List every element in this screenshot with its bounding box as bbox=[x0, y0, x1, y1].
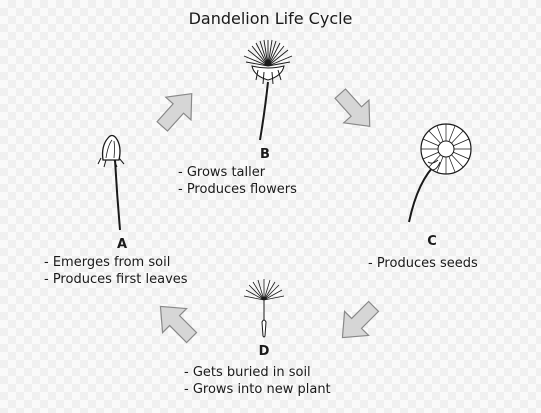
arrow-c-to-d-icon bbox=[329, 293, 387, 351]
stage-a-line-2: - Produces first leaves bbox=[44, 272, 188, 287]
stage-label-c: C bbox=[427, 234, 437, 249]
stage-b-line-2: - Produces flowers bbox=[178, 182, 297, 197]
stage-d-line-2: - Grows into new plant bbox=[184, 382, 331, 397]
stage-b-description: - Grows taller - Produces flowers bbox=[178, 164, 297, 198]
stage-label-a: A bbox=[116, 237, 128, 252]
stage-c-description: - Produces seeds bbox=[368, 255, 478, 272]
stage-b-line-1: - Grows taller bbox=[178, 165, 266, 180]
arrow-a-to-b-icon bbox=[149, 81, 205, 139]
arrow-b-to-c-icon bbox=[327, 81, 383, 139]
sprout-bud-icon bbox=[97, 134, 125, 231]
stage-d-description: - Gets buried in soil - Grows into new p… bbox=[184, 364, 331, 398]
stage-label-d: D bbox=[258, 344, 270, 359]
arrow-d-to-a-icon bbox=[147, 293, 205, 351]
diagram-title: Dandelion Life Cycle bbox=[188, 9, 353, 28]
seed-pappus-icon bbox=[243, 279, 285, 338]
dandelion-flower-icon bbox=[243, 39, 293, 141]
stage-c-line-1: - Produces seeds bbox=[368, 256, 478, 271]
stage-a-line-1: - Emerges from soil bbox=[44, 255, 171, 270]
stage-d-line-1: - Gets buried in soil bbox=[184, 365, 311, 380]
stage-label-b: B bbox=[260, 147, 270, 162]
stage-a-description: - Emerges from soil - Produces first lea… bbox=[44, 254, 188, 288]
seed-head-icon bbox=[408, 123, 472, 223]
